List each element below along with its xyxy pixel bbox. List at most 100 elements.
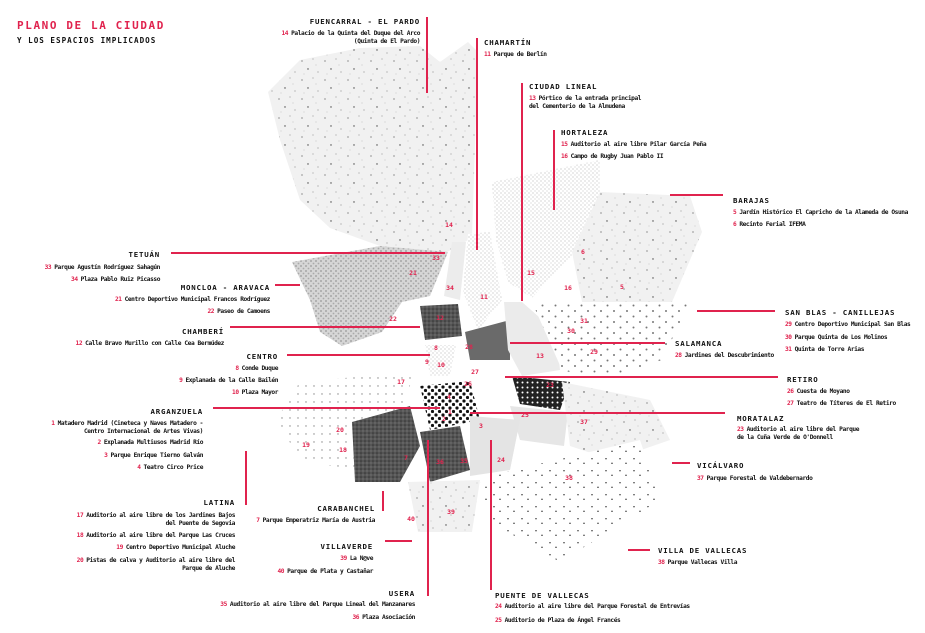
page-title: PLANO DE LA CIUDAD — [17, 19, 166, 32]
district-puente-vallecas — [470, 416, 520, 476]
district-retiro — [512, 376, 570, 410]
district-arganzuela — [420, 381, 480, 430]
map-marker-3: 3 — [479, 422, 483, 430]
map-marker-27: 27 — [471, 368, 479, 376]
district-heading-carabanchel: CARABANCHEL — [317, 504, 375, 513]
map-marker-10: 10 — [437, 361, 445, 369]
map-marker-37: 37 — [580, 418, 588, 426]
map-marker-35: 35 — [460, 457, 468, 465]
district-heading-usera: USERA — [388, 589, 415, 598]
map-marker-29: 29 — [590, 348, 598, 356]
leader-line-san-blas — [697, 310, 775, 312]
district-moratalaz — [510, 406, 568, 446]
map-marker-9: 9 — [425, 358, 429, 366]
page-subtitle: Y LOS ESPACIOS IMPLICADOS — [17, 36, 157, 45]
leader-line-moncloa — [275, 284, 300, 286]
district-usera — [420, 426, 470, 482]
map-marker-19: 19 — [302, 441, 310, 449]
map-marker-13: 13 — [536, 352, 544, 360]
map-marker-2: 2 — [442, 415, 446, 423]
district-san-blas — [532, 302, 690, 380]
map-marker-38: 38 — [565, 474, 573, 482]
map-marker-30: 30 — [567, 327, 575, 335]
leader-line-centro — [287, 354, 430, 356]
leader-line-moratalaz — [470, 412, 725, 414]
map-marker-8: 8 — [434, 344, 438, 352]
leader-line-arganzuela — [213, 407, 440, 409]
district-tetuan — [444, 242, 466, 300]
leader-line-retiro — [505, 376, 778, 378]
district-heading-ciudad-lineal: CIUDAD LINEAL — [529, 82, 598, 91]
map-marker-4: 4 — [447, 393, 451, 401]
map-marker-36: 36 — [436, 458, 444, 466]
map-marker-17: 17 — [397, 378, 405, 386]
district-salamanca — [465, 320, 510, 360]
map-marker-21: 21 — [409, 269, 417, 277]
district-chamartin — [463, 232, 502, 330]
district-heading-san-blas: SAN BLAS - CANILLEJAS — [785, 308, 896, 317]
leader-line-villaverde — [385, 540, 412, 542]
district-ciudad-lineal — [504, 302, 560, 376]
leader-line-hortaleza — [553, 130, 555, 210]
map-marker-1: 1 — [448, 408, 452, 416]
district-heading-salamanca: SALAMANCA — [675, 339, 723, 348]
district-vicalvaro — [562, 382, 670, 460]
map-marker-39: 39 — [447, 508, 455, 516]
district-barajas — [572, 192, 702, 302]
district-hortaleza — [492, 160, 600, 298]
map-marker-7: 7 — [404, 454, 408, 462]
map-marker-6: 6 — [581, 248, 585, 256]
district-moncloa — [292, 246, 448, 346]
map-marker-5: 5 — [620, 283, 624, 291]
map-marker-15: 15 — [527, 269, 535, 277]
map-marker-40: 40 — [407, 515, 415, 523]
district-heading-moratalaz: MORATALAZ — [737, 414, 785, 423]
leader-line-usera — [427, 440, 429, 596]
district-heading-moncloa: MONCLOA - ARAVACA — [180, 283, 270, 292]
district-shapes — [268, 42, 702, 562]
map-marker-23: 23 — [546, 381, 554, 389]
district-heading-centro: CENTRO — [246, 352, 278, 361]
leader-line-salamanca — [510, 342, 665, 344]
district-heading-villa-vallecas: VILLA DE VALLECAS — [658, 546, 748, 555]
map-marker-20: 20 — [336, 426, 344, 434]
district-heading-puente-vallecas: PUENTE DE VALLECAS — [495, 591, 590, 600]
district-heading-tetuan: TETUÁN — [128, 250, 160, 259]
map-marker-12: 12 — [436, 314, 444, 322]
district-heading-chamartin: CHAMARTÍN — [484, 38, 532, 47]
district-heading-villaverde: VILLAVERDE — [320, 542, 373, 551]
leader-line-chamartin — [476, 38, 478, 250]
district-heading-latina: LATINA — [203, 498, 235, 507]
district-fuencarral — [268, 42, 478, 256]
